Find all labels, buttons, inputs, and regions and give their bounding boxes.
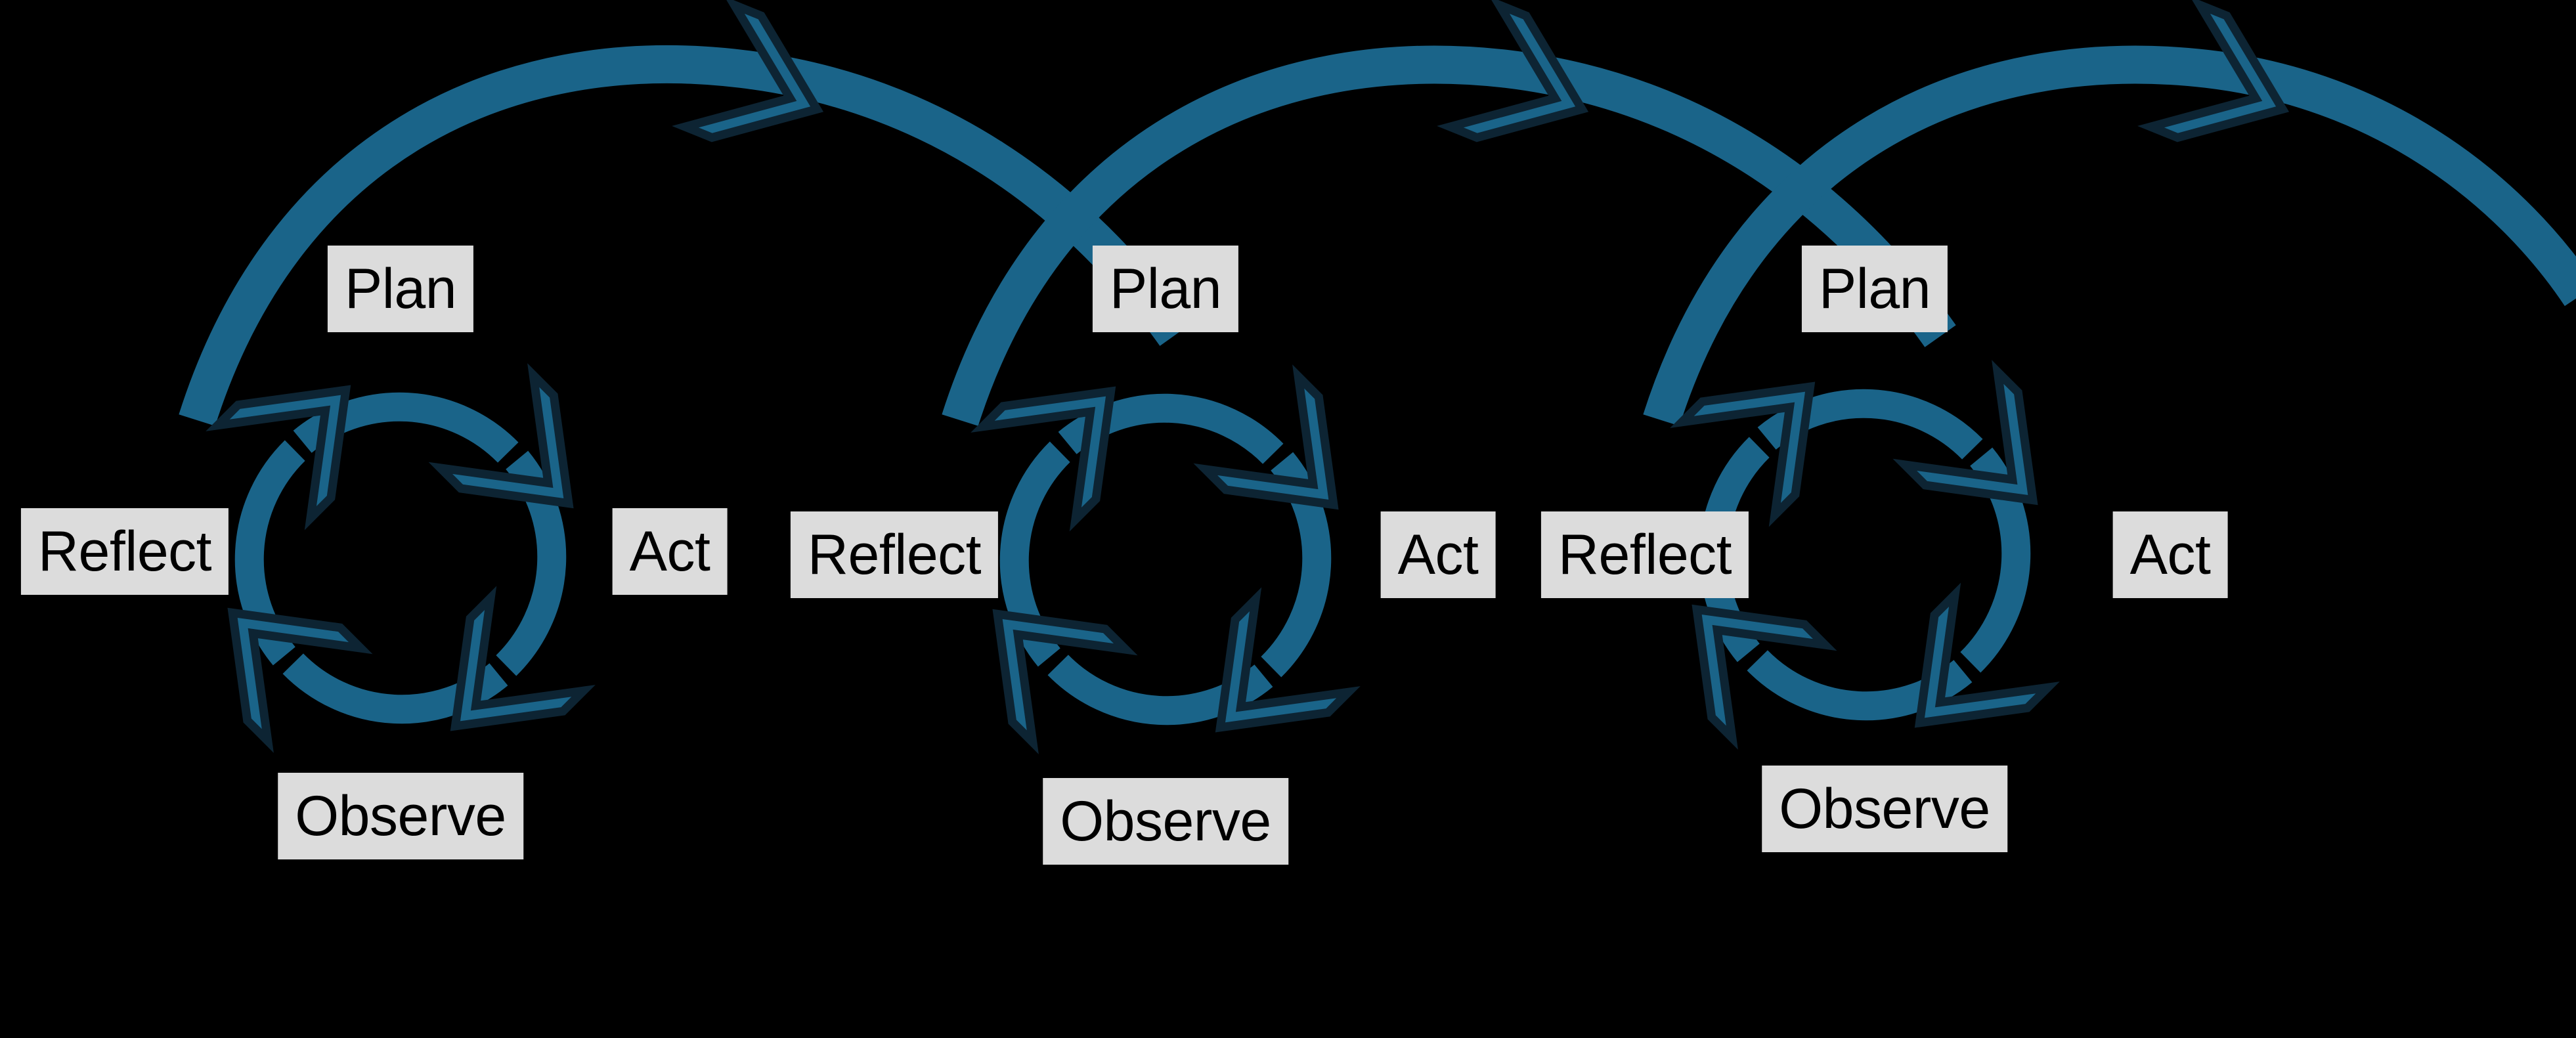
cycle-1-label-act: Act — [612, 508, 728, 595]
cycle-3-label-observe: Observe — [1762, 766, 2007, 852]
cycle-3-label-act: Act — [2112, 511, 2228, 598]
cycle-2-label-plan: Plan — [1092, 246, 1239, 332]
progression-arc-2 — [942, 5, 1956, 426]
cycle-2-label-observe: Observe — [1043, 778, 1288, 865]
cycle-2-label-reflect: Reflect — [790, 511, 999, 598]
cycle-1-label-plan: Plan — [327, 246, 474, 332]
progression-arc-3 — [1643, 5, 2576, 426]
cycle-2-label-act: Act — [1380, 511, 1496, 598]
progression-arc-1 — [179, 5, 1191, 426]
cycle-3-label-plan: Plan — [1801, 246, 1948, 332]
cycle-2 — [951, 345, 1380, 773]
cycle-1 — [186, 343, 615, 772]
cycle-1-label-reflect: Reflect — [20, 508, 229, 595]
cycle-3-label-reflect: Reflect — [1540, 511, 1749, 598]
cycle-1-label-observe: Observe — [278, 773, 523, 859]
progression-arc-group — [179, 5, 2576, 426]
